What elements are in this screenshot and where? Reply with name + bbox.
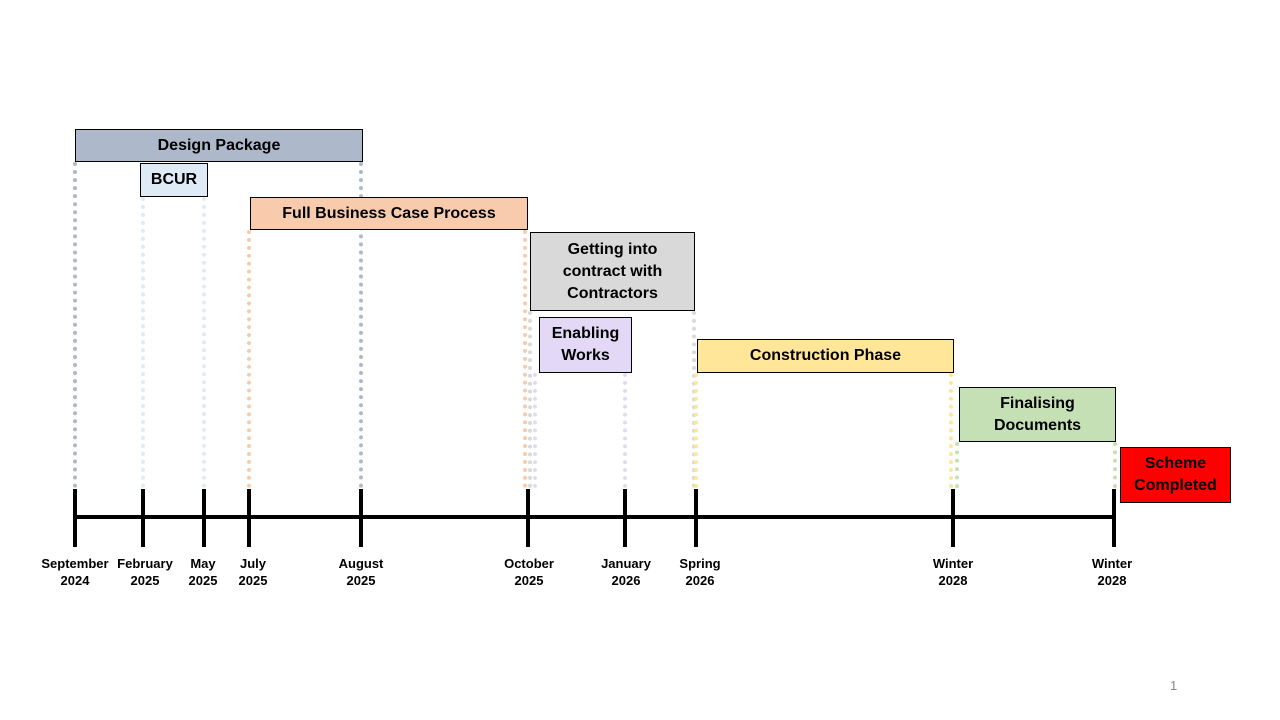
design-package-end-guide [359, 162, 363, 488]
bcur-end-guide [202, 197, 206, 488]
fbc-end-guide [523, 230, 527, 488]
enabling-end-guide [623, 373, 627, 488]
phase-scheme-completed: Scheme Completed [1120, 447, 1231, 503]
phase-design-package: Design Package [75, 129, 363, 162]
construction-start-guide [694, 373, 698, 488]
finalising-start-guide [955, 442, 959, 488]
page-number: 1 [1170, 678, 1178, 693]
tick-jul-2025 [247, 489, 251, 547]
enabling-start-guide [533, 373, 537, 488]
tick-winter-2028-a [951, 489, 955, 547]
contract-start-guide [528, 311, 532, 488]
phase-full-business-case: Full Business Case Process [250, 197, 528, 230]
design-package-start-guide [73, 162, 77, 488]
phase-bcur: BCUR [140, 163, 208, 197]
tick-oct-2025 [526, 489, 530, 547]
finalising-end-guide [1113, 442, 1117, 488]
tick-spring-2026 [694, 489, 698, 547]
tick-aug-2025 [359, 489, 363, 547]
tick-sep-2024 [73, 489, 77, 547]
tick-feb-2025 [141, 489, 145, 547]
phase-finalising-documents: Finalising Documents [959, 387, 1116, 442]
timeline-axis [74, 515, 1116, 519]
tick-jan-2026 [623, 489, 627, 547]
phase-getting-into-contract: Getting into contract with Contractors [530, 232, 695, 311]
phase-construction: Construction Phase [697, 339, 954, 373]
fbc-start-guide [247, 230, 251, 488]
bcur-start-guide [141, 197, 145, 488]
construction-end-guide [949, 373, 953, 488]
tick-winter-2028-b [1112, 489, 1116, 547]
tick-may-2025 [202, 489, 206, 547]
phase-enabling-works: Enabling Works [539, 317, 632, 373]
